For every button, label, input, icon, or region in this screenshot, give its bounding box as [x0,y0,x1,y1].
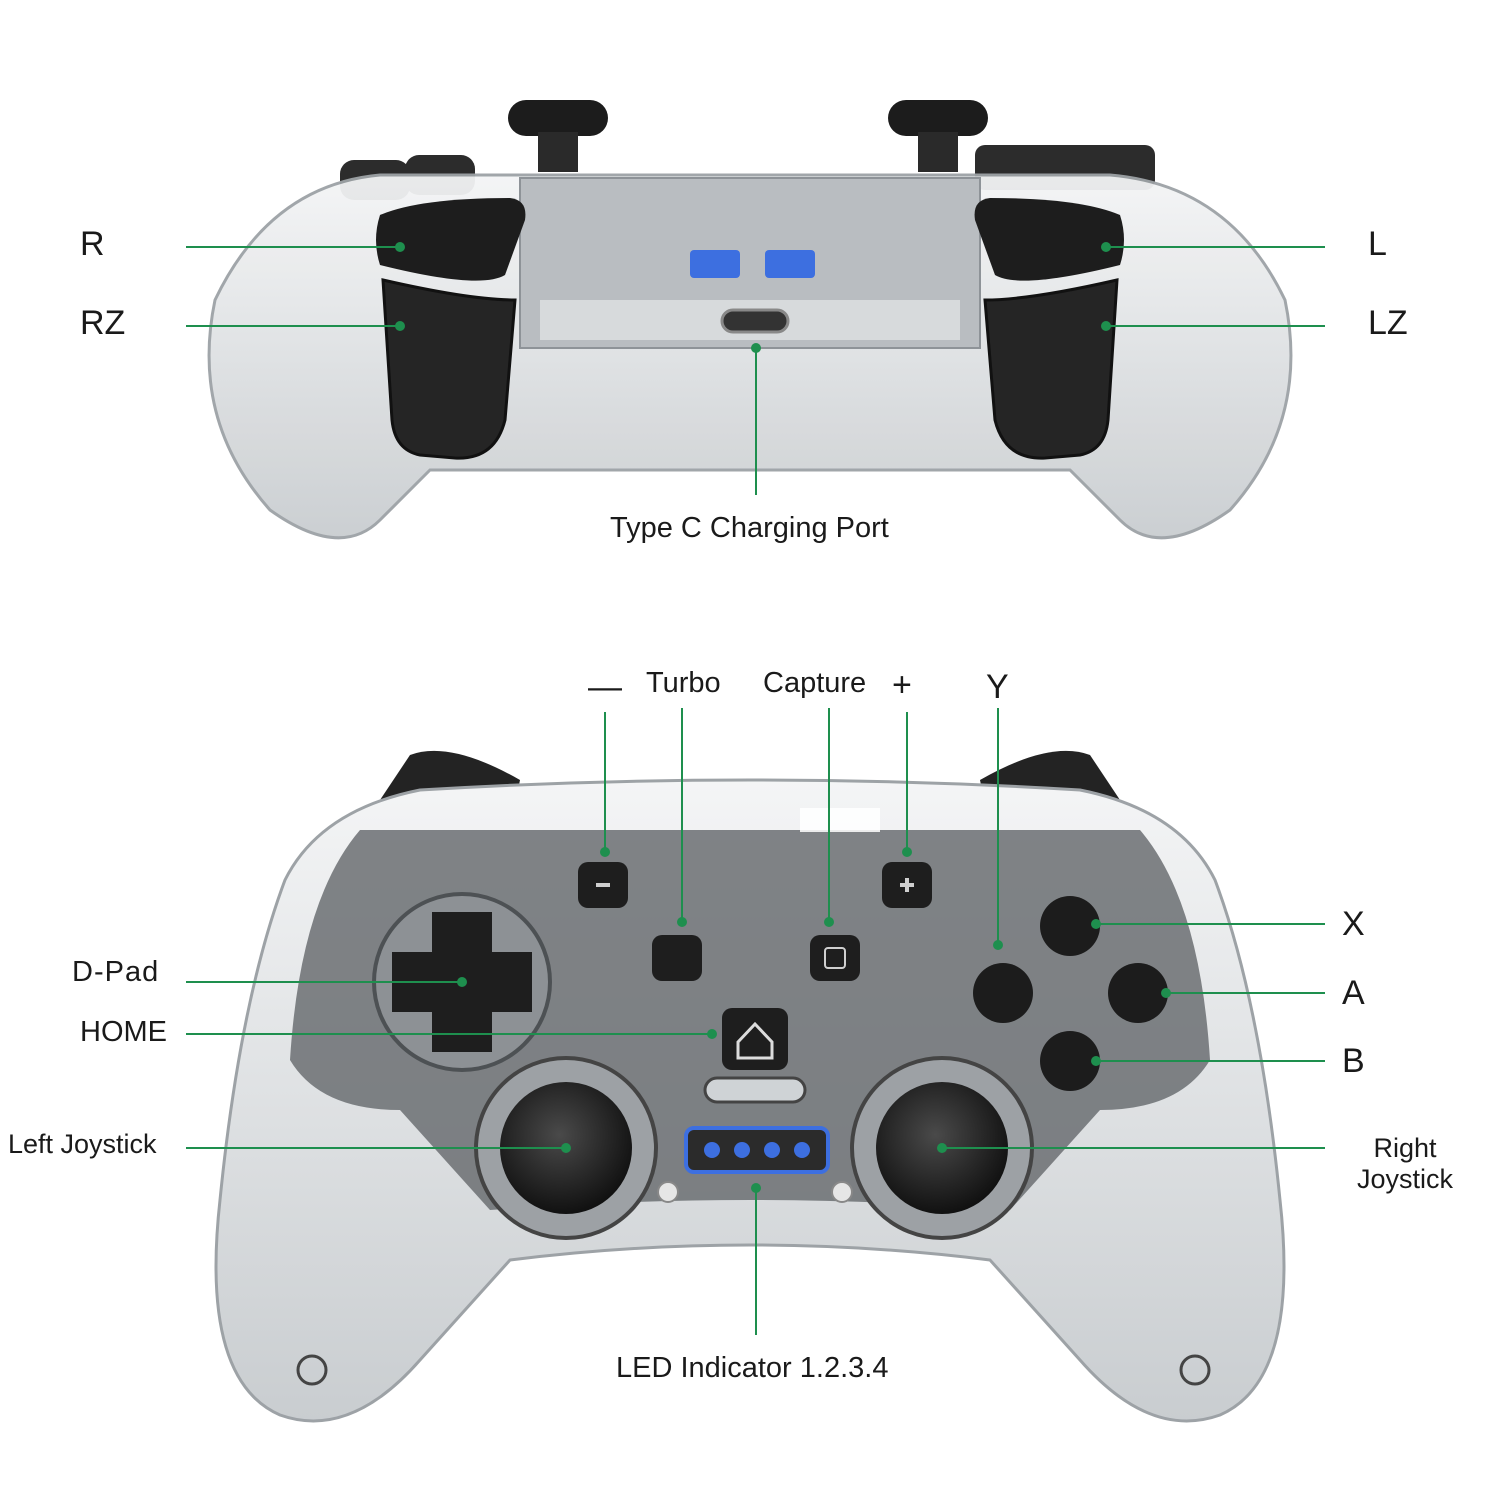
leader-r-dot [395,242,405,252]
leader-a-dot [1161,988,1171,998]
minus-glyph [596,883,610,887]
label-capture: Capture [763,667,867,699]
grip-screw-right [1179,1354,1211,1386]
top-blue-switch-2 [765,250,815,278]
label-minus: — [588,668,622,706]
leader-minus-dot [600,847,610,857]
leader-rz-dot [395,321,405,331]
label-a: A [1342,974,1365,1012]
label-left-joystick: Left Joystick [8,1129,157,1159]
label-plus: + [892,666,912,704]
top-right-stick-shaft [918,132,958,172]
type-c-port [720,308,790,334]
l-bumper [974,198,1124,281]
leader-left-joystick-dot [561,1143,571,1153]
home-button[interactable] [722,1008,788,1070]
screw-left [657,1181,679,1203]
grip-screw-left [296,1354,328,1386]
rz-trigger [381,278,517,460]
label-home: HOME [80,1016,167,1048]
home-icon [736,1021,774,1060]
led-2 [734,1142,750,1158]
label-right-joystick-line1: Right [1373,1133,1437,1163]
top-blue-switch-1 [690,250,740,278]
front-view-controller [214,750,1286,1423]
top-right-stick-cap [888,100,988,136]
capture-button[interactable] [810,935,860,981]
label-x: X [1342,905,1365,943]
screw-right [831,1181,853,1203]
leader-y-dot [993,940,1003,950]
leader-turbo-dot [677,917,687,927]
b-button[interactable] [1040,1031,1100,1091]
top-left-stick-cap [508,100,608,136]
top-left-stick-shaft [538,132,578,172]
label-l: L [1368,225,1387,263]
home-led-bar [703,1076,807,1104]
label-right-joystick: Right Joystick [1340,1133,1470,1195]
top-view-controller [207,100,1293,540]
led-indicator-housing [684,1126,830,1174]
label-right-joystick-line2: Joystick [1356,1164,1454,1195]
capture-glyph [824,947,846,969]
label-dpad: D-Pad [72,956,160,988]
leader-led-dot [751,1183,761,1193]
label-led-indicator: LED Indicator 1.2.3.4 [616,1352,889,1384]
leader-x-dot [1091,919,1101,929]
leader-b-dot [1091,1056,1101,1066]
label-lz: LZ [1368,304,1408,342]
r-bumper [376,198,526,281]
board-antenna [800,808,880,832]
leader-home-dot [707,1029,717,1039]
led-1 [704,1142,720,1158]
leader-charging-port-dot [751,343,761,353]
leader-plus-dot [902,847,912,857]
leader-lz-dot [1101,321,1111,331]
plus-glyph-v [905,878,909,892]
led-3 [764,1142,780,1158]
label-y: Y [986,668,1009,706]
label-charging-port: Type C Charging Port [610,512,889,544]
a-button[interactable] [1108,963,1168,1023]
led-4 [794,1142,810,1158]
label-b: B [1342,1042,1365,1080]
leader-l-dot [1101,242,1111,252]
leader-right-joystick-dot [937,1143,947,1153]
label-rz: RZ [80,304,126,342]
leader-capture-dot [824,917,834,927]
lz-trigger [983,278,1119,460]
x-button[interactable] [1040,896,1100,956]
leader-dpad-dot [457,977,467,987]
label-r: R [80,225,105,263]
y-button[interactable] [973,963,1033,1023]
turbo-button[interactable] [652,935,702,981]
label-turbo: Turbo [646,667,721,699]
